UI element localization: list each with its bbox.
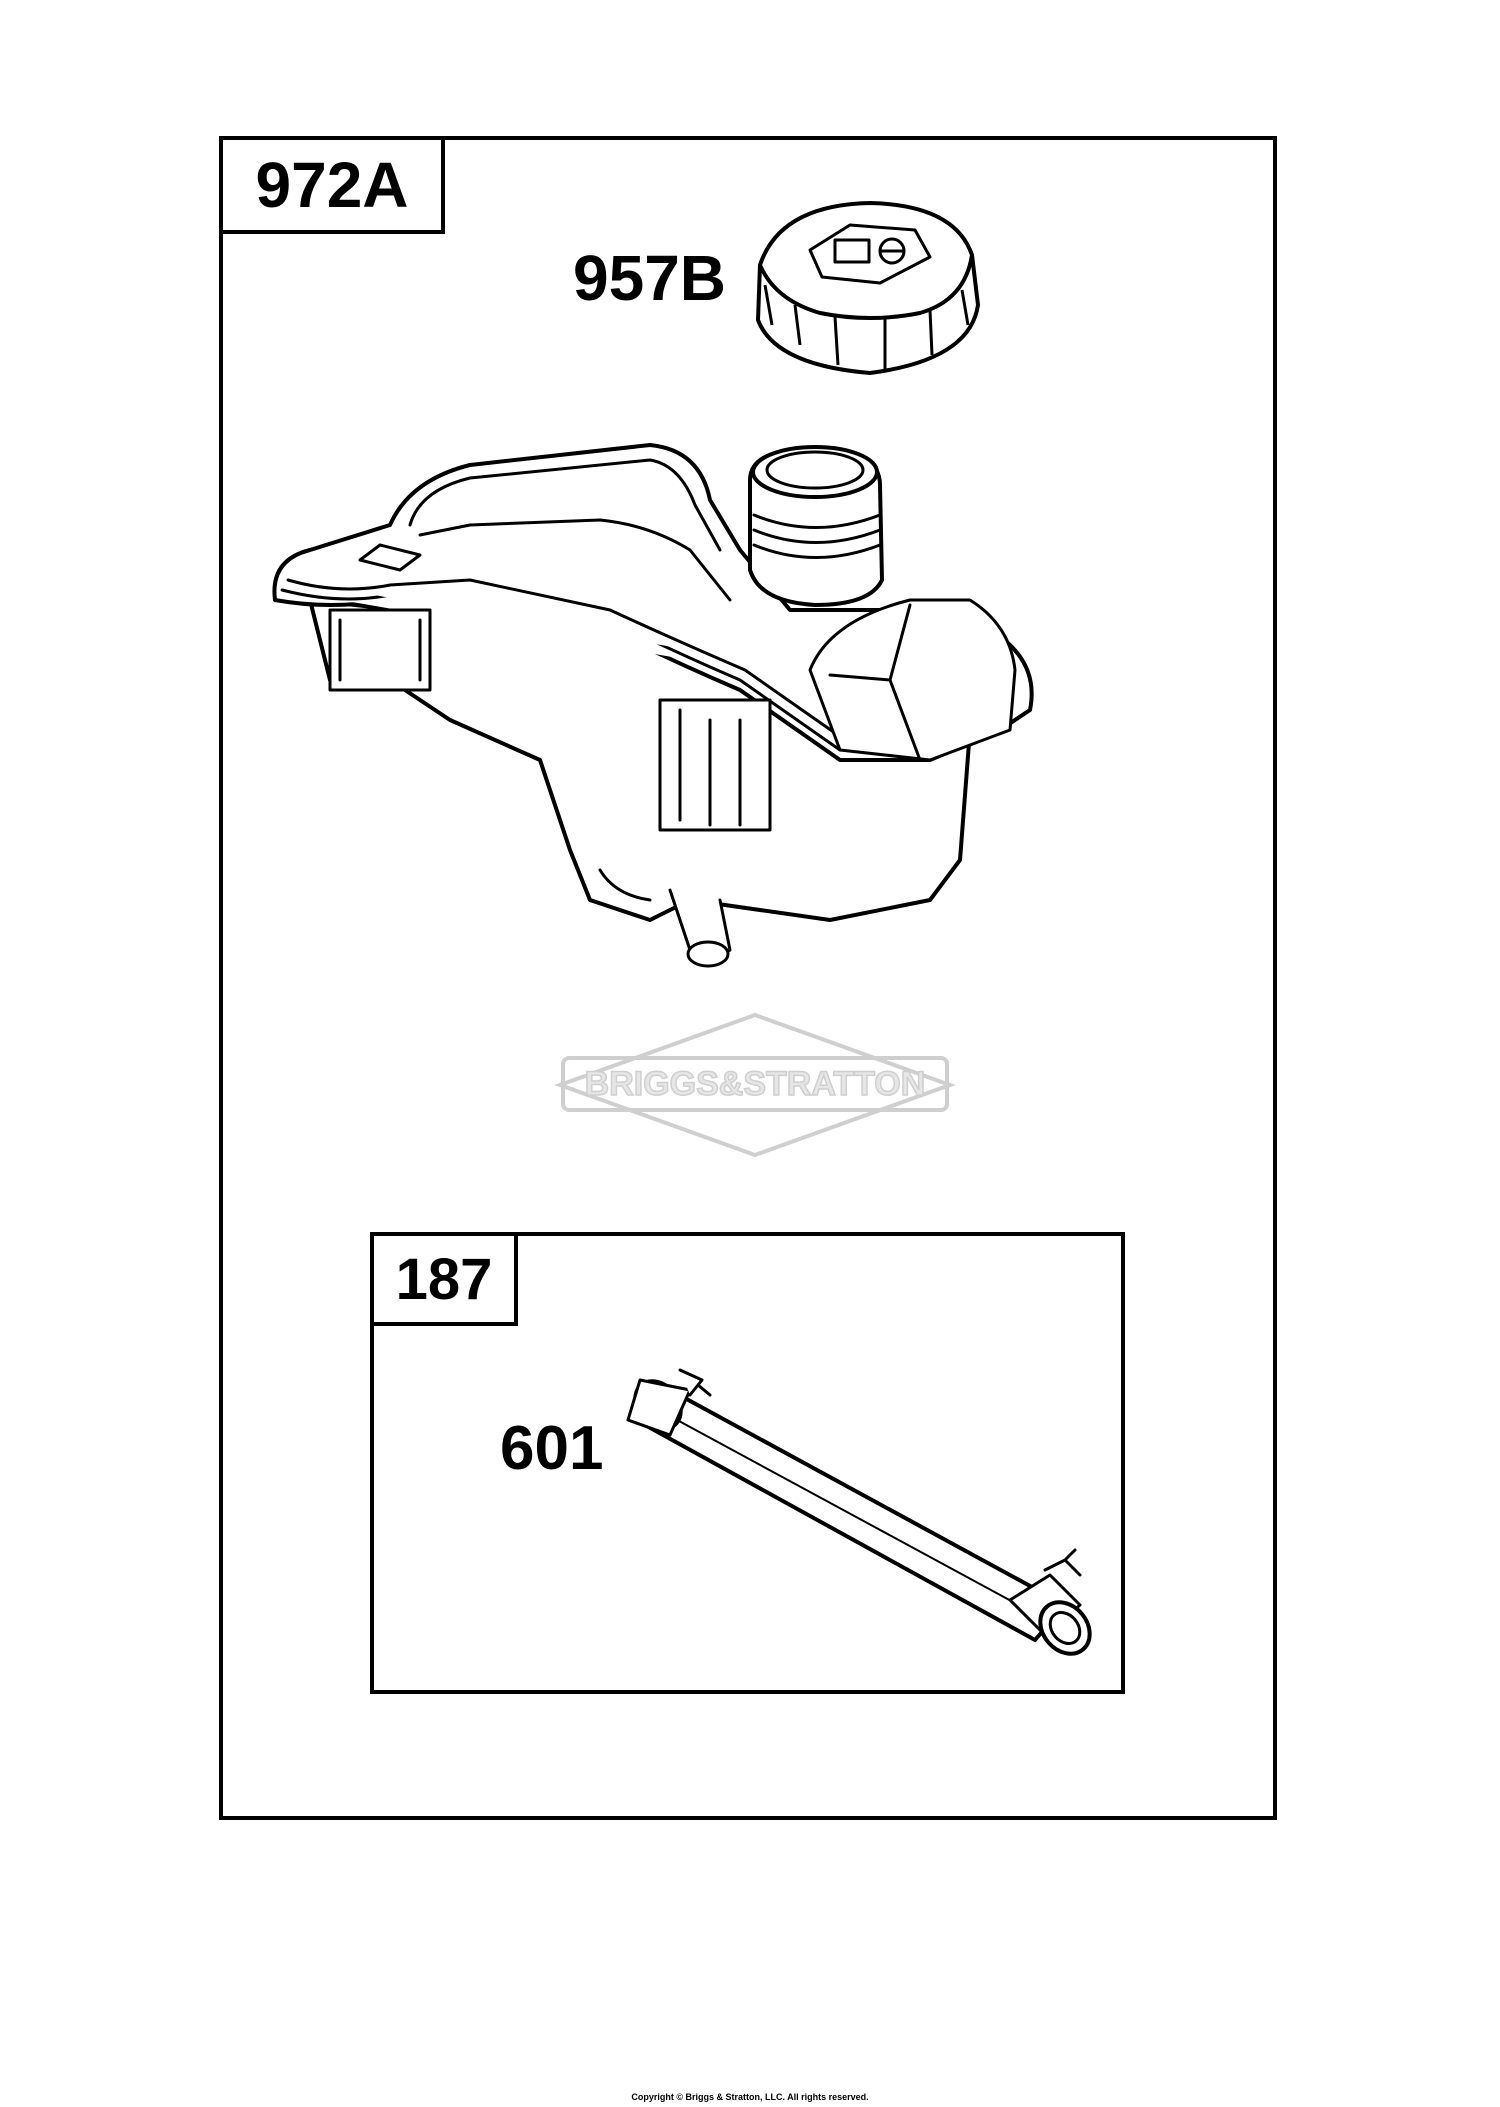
watermark-text: BRIGGS&STRATTON <box>585 1065 926 1103</box>
kit-972a-label: 972A <box>219 136 445 234</box>
kit-972a-frame <box>219 136 1277 1820</box>
fuel-line-callout: 601 <box>500 1414 604 1483</box>
cap-callout: 957B <box>573 242 726 314</box>
briggs-stratton-watermark: BRIGGS&STRATTON <box>554 1012 956 1158</box>
kit-187-frame <box>370 1232 1125 1694</box>
kit-187-label: 187 <box>370 1232 518 1326</box>
fuel-tank-icon <box>272 443 1034 968</box>
kit-972a-number: 972A <box>255 149 409 221</box>
kit-187-number: 187 <box>395 1246 493 1312</box>
fuel-cap-icon <box>756 201 980 375</box>
copyright-footer: Copyright © Briggs & Stratton, LLC. All … <box>631 2092 869 2102</box>
fuel-line-icon <box>626 1368 1092 1656</box>
